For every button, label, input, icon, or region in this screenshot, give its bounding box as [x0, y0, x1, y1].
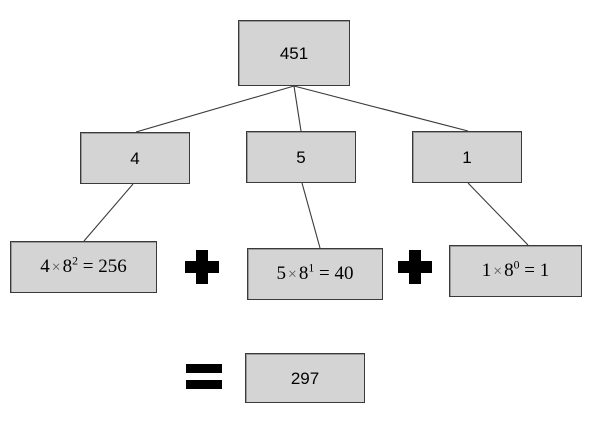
edge-digit-1-to-term-1 [301, 182, 321, 249]
node-digit-hundreds-label: 4 [130, 148, 140, 168]
term-0-base: 8 [62, 256, 73, 277]
node-term-ones-label: 1×80 = 1 [481, 258, 550, 282]
node-term-hundreds: 4×82 = 256 [10, 241, 157, 293]
node-octal-number-label: 451 [279, 43, 309, 63]
term-1-product: 40 [334, 263, 354, 284]
term-2-coefficient: 1 [481, 260, 492, 281]
term-0-exponent: 2 [72, 254, 78, 268]
term-1-exponent: 1 [308, 261, 315, 275]
edge-root-to-digit-1 [293, 85, 302, 132]
term-2-times-symbol: × [493, 263, 503, 280]
node-digit-tens: 5 [246, 131, 356, 183]
edge-root-to-digit-0 [135, 85, 295, 133]
plus-operator-icon [398, 250, 432, 284]
node-term-hundreds-label: 4×82 = 256 [40, 254, 127, 278]
term-0-equals: = [82, 256, 94, 277]
equals-bar-top [186, 364, 222, 373]
node-octal-number: 451 [238, 20, 350, 86]
term-1-equals: = [318, 263, 330, 284]
term-0-times-symbol: × [51, 259, 61, 276]
node-digit-tens-label: 5 [296, 147, 306, 167]
plus-operator-icon [185, 250, 219, 284]
term-0-coefficient: 4 [40, 256, 50, 277]
node-term-ones: 1×80 = 1 [449, 245, 582, 297]
equals-bar-bottom [186, 380, 222, 389]
edge-root-to-digit-2 [293, 85, 469, 132]
term-1-times-symbol: × [288, 266, 297, 283]
node-decimal-result: 297 [245, 353, 365, 403]
term-2-base: 8 [504, 260, 514, 281]
term-2-equals: = [524, 260, 535, 281]
term-2-exponent: 0 [513, 258, 520, 272]
node-digit-ones: 1 [412, 131, 522, 183]
node-digit-ones-label: 1 [462, 147, 472, 167]
term-1-base: 8 [298, 263, 309, 284]
edge-digit-0-to-term-0 [83, 183, 134, 242]
node-digit-hundreds: 4 [80, 132, 190, 184]
term-2-product: 1 [539, 260, 550, 281]
node-decimal-result-label: 297 [290, 368, 320, 388]
equals-operator-icon [186, 364, 222, 390]
node-term-tens-label: 5×81 = 40 [276, 261, 354, 285]
node-term-tens: 5×81 = 40 [247, 248, 383, 300]
term-1-coefficient: 5 [276, 263, 287, 284]
edge-digit-2-to-term-2 [467, 182, 529, 246]
term-0-product: 256 [98, 256, 127, 277]
